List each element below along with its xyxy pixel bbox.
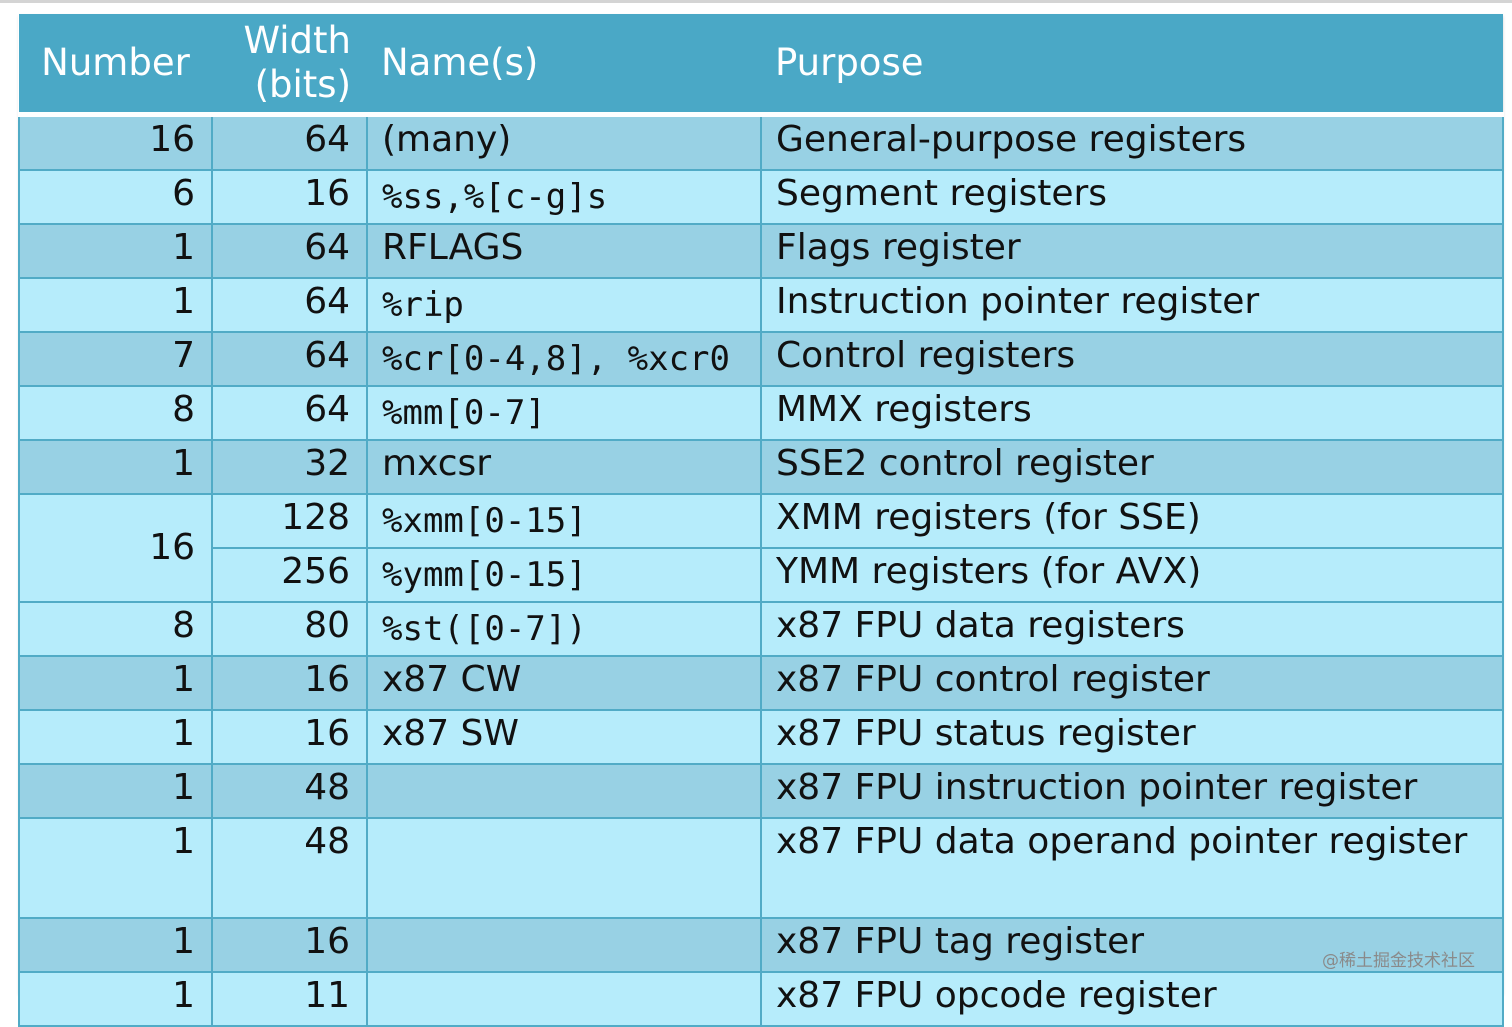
cell-purpose: Control registers bbox=[760, 332, 1504, 387]
header-width-line1: Width bbox=[243, 19, 352, 62]
cell-width: 48 bbox=[211, 818, 368, 919]
cell-purpose: x87 FPU tag register bbox=[760, 918, 1504, 973]
cell-number: 1 bbox=[18, 440, 213, 495]
cell-names bbox=[366, 918, 762, 973]
cell-number: 8 bbox=[18, 386, 213, 441]
cell-purpose: x87 FPU data operand pointer register bbox=[760, 818, 1504, 919]
cell-width: 64 bbox=[211, 278, 368, 333]
cell-names: RFLAGS bbox=[366, 224, 762, 279]
table-row: 256 %ymm[0-15] YMM registers (for AVX) bbox=[19, 548, 1504, 603]
cell-width: 64 bbox=[211, 114, 368, 171]
table-row: 1 48 x87 FPU instruction pointer registe… bbox=[18, 764, 1504, 819]
register-table-container: Number Width(bits) Name(s) Purpose 16 64… bbox=[18, 14, 1504, 1027]
cell-names: %mm[0-7] bbox=[366, 386, 762, 441]
cell-names: x87 CW bbox=[366, 656, 762, 711]
cell-names: %st([0-7]) bbox=[366, 602, 762, 657]
cell-purpose: MMX registers bbox=[760, 386, 1504, 441]
cell-number-merged: 16 bbox=[18, 494, 213, 603]
cell-number: 1 bbox=[18, 818, 213, 919]
table-row: 1 16 x87 CW x87 FPU control register bbox=[18, 656, 1504, 711]
table-row: 1 48 x87 FPU data operand pointer regist… bbox=[18, 818, 1504, 919]
header-names: Name(s) bbox=[367, 14, 761, 117]
table-row: 16 64 (many) General-purpose registers bbox=[18, 114, 1504, 171]
cell-purpose: x87 FPU status register bbox=[760, 710, 1504, 765]
cell-width: 32 bbox=[211, 440, 368, 495]
table-row: 7 64 %cr[0-4,8], %xcr0 Control registers bbox=[18, 332, 1504, 387]
register-table: Number Width(bits) Name(s) Purpose 16 64… bbox=[18, 14, 1504, 1027]
cell-purpose: Flags register bbox=[760, 224, 1504, 279]
table-body: 16 64 (many) General-purpose registers 6… bbox=[18, 114, 1504, 1027]
cell-width: 64 bbox=[211, 386, 368, 441]
header-width: Width(bits) bbox=[212, 14, 367, 117]
cell-number: 1 bbox=[18, 918, 213, 973]
cell-names bbox=[366, 818, 762, 919]
cell-width: 64 bbox=[211, 224, 368, 279]
table-row: 1 16 x87 SW x87 FPU status register bbox=[18, 710, 1504, 765]
cell-names: x87 SW bbox=[366, 710, 762, 765]
cell-names bbox=[366, 972, 762, 1027]
table-row: 1 64 RFLAGS Flags register bbox=[18, 224, 1504, 279]
table-row: 16 128 %xmm[0-15] XMM registers (for SSE… bbox=[18, 494, 1504, 603]
cell-names: mxcsr bbox=[366, 440, 762, 495]
table-row: 6 16 %ss,%[c-g]s Segment registers bbox=[18, 170, 1504, 225]
table-header: Number Width(bits) Name(s) Purpose bbox=[19, 14, 1503, 117]
cell-width: 16 bbox=[211, 918, 368, 973]
cell-width: 11 bbox=[211, 972, 368, 1027]
cell-names: %ss,%[c-g]s bbox=[366, 170, 762, 225]
cell-purpose: General-purpose registers bbox=[760, 114, 1504, 171]
cell-number: 16 bbox=[18, 114, 213, 171]
cell-width: 16 bbox=[211, 710, 368, 765]
cell-width: 48 bbox=[211, 764, 368, 819]
header-purpose: Purpose bbox=[761, 14, 1503, 117]
cell-number: 1 bbox=[18, 224, 213, 279]
cell-names bbox=[366, 764, 762, 819]
table-row: 1 32 mxcsr SSE2 control register bbox=[18, 440, 1504, 495]
cell-purpose: XMM registers (for SSE) bbox=[760, 494, 1504, 549]
cell-number: 6 bbox=[18, 170, 213, 225]
top-rule bbox=[0, 0, 1512, 3]
header-row: Number Width(bits) Name(s) Purpose bbox=[19, 14, 1503, 117]
table-row: 8 64 %mm[0-7] MMX registers bbox=[18, 386, 1504, 441]
watermark: @稀土掘金技术社区 bbox=[1322, 951, 1475, 971]
cell-purpose: x87 FPU instruction pointer register bbox=[760, 764, 1504, 819]
cell-purpose: x87 FPU control register bbox=[760, 656, 1504, 711]
table-row: 8 80 %st([0-7]) x87 FPU data registers bbox=[18, 602, 1504, 657]
cell-number: 8 bbox=[18, 602, 213, 657]
cell-number: 1 bbox=[18, 656, 213, 711]
cell-number: 1 bbox=[18, 278, 213, 333]
cell-purpose: YMM registers (for AVX) bbox=[760, 548, 1504, 603]
cell-width: 16 bbox=[211, 656, 368, 711]
cell-number: 7 bbox=[18, 332, 213, 387]
header-width-line2: (bits) bbox=[254, 63, 351, 106]
table-row: 1 16 x87 FPU tag register bbox=[18, 918, 1504, 973]
cell-purpose: Segment registers bbox=[760, 170, 1504, 225]
cell-purpose: SSE2 control register bbox=[760, 440, 1504, 495]
cell-names: %cr[0-4,8], %xcr0 bbox=[366, 332, 762, 387]
cell-names: %xmm[0-15] bbox=[366, 494, 762, 549]
cell-purpose: x87 FPU data registers bbox=[760, 602, 1504, 657]
cell-purpose: x87 FPU opcode register bbox=[760, 972, 1504, 1027]
cell-width: 128 bbox=[211, 494, 368, 549]
table-row: 1 11 x87 FPU opcode register bbox=[18, 972, 1504, 1027]
cell-names: (many) bbox=[366, 114, 762, 171]
table-row: 1 64 %rip Instruction pointer register bbox=[18, 278, 1504, 333]
cell-number: 1 bbox=[18, 972, 213, 1027]
cell-number: 1 bbox=[18, 710, 213, 765]
cell-names: %rip bbox=[366, 278, 762, 333]
header-number: Number bbox=[19, 14, 212, 117]
cell-width: 64 bbox=[211, 332, 368, 387]
cell-names: %ymm[0-15] bbox=[366, 548, 762, 603]
cell-width: 16 bbox=[211, 170, 368, 225]
cell-width: 80 bbox=[211, 602, 368, 657]
cell-number: 1 bbox=[18, 764, 213, 819]
cell-purpose: Instruction pointer register bbox=[760, 278, 1504, 333]
cell-width: 256 bbox=[211, 548, 368, 603]
